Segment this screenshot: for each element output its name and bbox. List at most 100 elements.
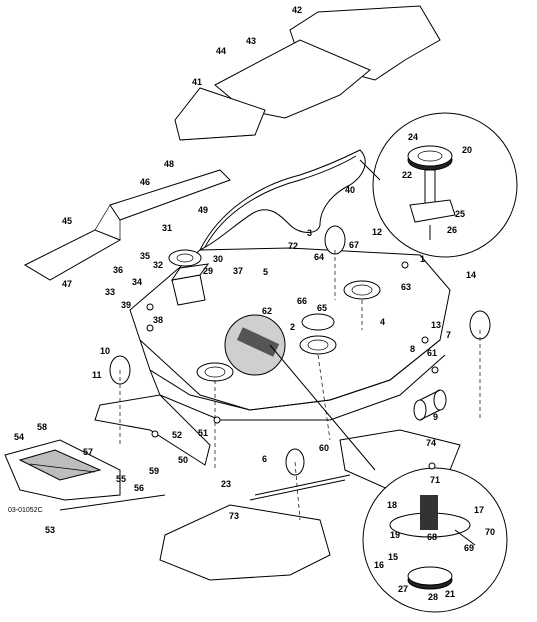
callout-20: 20 (462, 145, 472, 155)
callout-41: 41 (192, 77, 202, 87)
callout-10: 10 (100, 346, 110, 356)
callout-44: 44 (216, 46, 226, 56)
callout-11: 11 (92, 370, 102, 380)
callout-17: 17 (474, 505, 484, 515)
left-side-shield (23, 169, 231, 281)
callout-31: 31 (162, 223, 172, 233)
callout-2: 2 (290, 322, 295, 332)
center-idler-pulley (301, 313, 335, 331)
callout-63: 63 (401, 282, 411, 292)
callout-19: 19 (390, 530, 400, 540)
callout-49: 49 (198, 205, 208, 215)
callout-21: 21 (445, 589, 455, 599)
center-spindle-pulley (299, 335, 337, 355)
callout-5: 5 (263, 267, 268, 277)
callout-35: 35 (140, 251, 150, 261)
callout-33: 33 (105, 287, 115, 297)
callout-24: 24 (408, 132, 418, 142)
drive-belt (198, 149, 366, 252)
callout-15: 15 (388, 552, 398, 562)
callout-40: 40 (345, 185, 355, 195)
callout-22: 22 (402, 170, 412, 180)
callout-18: 18 (387, 500, 397, 510)
right-spindle-pulley (343, 280, 381, 300)
callout-66: 66 (297, 296, 307, 306)
callout-50: 50 (178, 455, 188, 465)
front-baffle (159, 504, 331, 581)
callout-27: 27 (398, 584, 408, 594)
callout-25: 25 (455, 209, 465, 219)
idler-arm-detail (224, 314, 286, 376)
callout-38: 38 (153, 315, 163, 325)
callout-67: 67 (349, 240, 359, 250)
detail-circle-upper (372, 112, 518, 258)
callout-14: 14 (466, 270, 476, 280)
callout-36: 36 (113, 265, 123, 275)
wheel-rear-center (324, 225, 346, 255)
callout-64: 64 (314, 252, 324, 262)
callout-59: 59 (149, 466, 159, 476)
callout-32: 32 (153, 260, 163, 270)
callout-48: 48 (164, 159, 174, 169)
callout-12: 12 (372, 227, 382, 237)
figure-code: 03-01052C (8, 507, 43, 514)
callout-56: 56 (134, 483, 144, 493)
callout-1: 1 (420, 254, 425, 264)
wheel-right (469, 310, 491, 340)
callout-72: 72 (288, 241, 298, 251)
front-cover-plate (174, 87, 266, 141)
chute-body (94, 394, 211, 466)
callout-61: 61 (427, 348, 437, 358)
callout-6: 6 (262, 454, 267, 464)
top-cover-assembly (174, 5, 441, 141)
callout-52: 52 (172, 430, 182, 440)
callout-47: 47 (62, 279, 72, 289)
detail-circle-lower (362, 467, 508, 613)
callout-42: 42 (292, 5, 302, 15)
callout-13: 13 (431, 320, 441, 330)
callout-28: 28 (428, 592, 438, 602)
callout-62: 62 (262, 306, 272, 316)
side-shield-lower (23, 229, 122, 281)
callout-71: 71 (430, 475, 440, 485)
callout-43: 43 (246, 36, 256, 46)
callout-65: 65 (317, 303, 327, 313)
callout-34: 34 (132, 277, 142, 287)
callout-29: 29 (203, 266, 213, 276)
callout-9: 9 (433, 412, 438, 422)
callout-51: 51 (198, 428, 208, 438)
callout-23: 23 (221, 479, 231, 489)
side-shield-upper (109, 169, 231, 221)
callout-30: 30 (213, 254, 223, 264)
fasteners (146, 261, 439, 470)
callout-4: 4 (380, 317, 385, 327)
gearbox-pulley (168, 249, 202, 267)
callout-58: 58 (37, 422, 47, 432)
callout-37: 37 (233, 266, 243, 276)
callout-69: 69 (464, 543, 474, 553)
mulch-plate (4, 439, 121, 501)
gearbox (170, 263, 210, 306)
callout-74: 74 (426, 438, 436, 448)
callout-68: 68 (427, 532, 437, 542)
discharge-chute (94, 394, 211, 466)
callout-73: 73 (229, 511, 239, 521)
callout-7: 7 (446, 330, 451, 340)
callout-60: 60 (319, 443, 329, 453)
callout-57: 57 (83, 447, 93, 457)
lower-baffles (159, 429, 461, 581)
left-spindle-pulley (196, 362, 234, 382)
callout-8: 8 (410, 344, 415, 354)
callout-labels: 1 2 3 4 5 6 7 8 9 10 11 12 13 14 15 16 1… (14, 5, 495, 602)
deck-roller (413, 389, 447, 421)
callout-16: 16 (374, 560, 384, 570)
callout-53: 53 (45, 525, 55, 535)
callout-45: 45 (62, 216, 72, 226)
callout-39: 39 (121, 300, 131, 310)
callout-55: 55 (116, 474, 126, 484)
callout-26: 26 (447, 225, 457, 235)
callout-54: 54 (14, 432, 24, 442)
leader-lines (59, 159, 481, 521)
